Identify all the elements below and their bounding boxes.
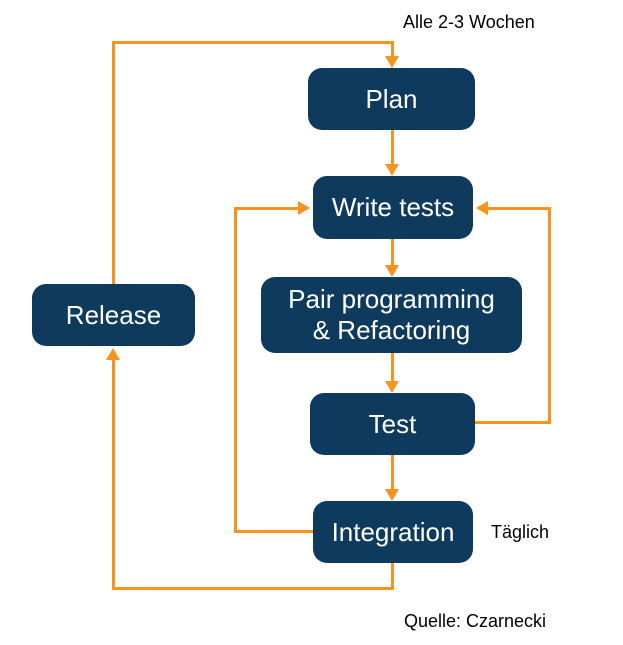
- edge-test-to-integration-line: [391, 455, 394, 489]
- node-write-tests-label: Write tests: [331, 192, 455, 223]
- edge-integration-to-release-hline: [112, 587, 394, 590]
- node-pair-programming: Pair programming & Refactoring: [261, 277, 522, 353]
- node-pair-programming-label-line2: & Refactoring: [312, 315, 471, 345]
- arrowhead-into-write-tests-right-icon: [476, 201, 488, 215]
- edge-pair-to-test-line: [391, 353, 394, 381]
- node-release: Release: [32, 284, 195, 346]
- cycle-duration-label: Alle 2-3 Wochen: [403, 12, 535, 32]
- edge-test-to-write-tests-bottom-hline: [475, 421, 551, 424]
- edge-plan-to-write-tests-line: [391, 130, 394, 164]
- arrowhead-into-write-tests-top-icon: [385, 164, 399, 176]
- node-pair-programming-label-line1: Pair programming: [288, 284, 495, 315]
- arrowhead-into-plan-icon: [385, 56, 399, 68]
- node-plan: Plan: [308, 68, 475, 130]
- arrowhead-into-pair-icon: [385, 265, 399, 277]
- edge-integration-to-release-vline: [112, 360, 115, 590]
- edge-integration-to-write-tests-top-hline: [237, 207, 298, 210]
- arrowhead-into-test-icon: [385, 381, 399, 393]
- node-release-label: Release: [65, 299, 162, 330]
- edge-test-to-write-tests-vline: [548, 207, 551, 424]
- node-plan-label: Plan: [365, 83, 418, 114]
- node-integration: Integration: [313, 501, 473, 563]
- edge-test-to-write-tests-top-hline: [488, 207, 551, 210]
- edge-integration-to-write-tests-bottom-hline: [237, 530, 313, 533]
- node-integration-label: Integration: [331, 516, 455, 547]
- node-test: Test: [310, 393, 475, 455]
- edge-release-to-plan-vline: [112, 41, 115, 284]
- daily-label: Täglich: [491, 522, 550, 542]
- node-test-label: Test: [368, 408, 417, 439]
- arrowhead-into-write-tests-left-icon: [298, 201, 310, 215]
- edge-write-tests-to-pair-line: [391, 239, 394, 265]
- source-credit-label: Quelle: Czarnecki: [404, 611, 547, 631]
- node-write-tests: Write tests: [313, 176, 473, 239]
- arrowhead-into-release-icon: [106, 348, 120, 360]
- edge-release-to-plan-drop: [391, 44, 394, 56]
- edge-release-to-plan-hline: [112, 41, 394, 44]
- edge-integration-to-release-drop: [391, 563, 394, 590]
- edge-integration-to-write-tests-vline: [234, 207, 237, 533]
- arrowhead-into-integration-icon: [385, 489, 399, 501]
